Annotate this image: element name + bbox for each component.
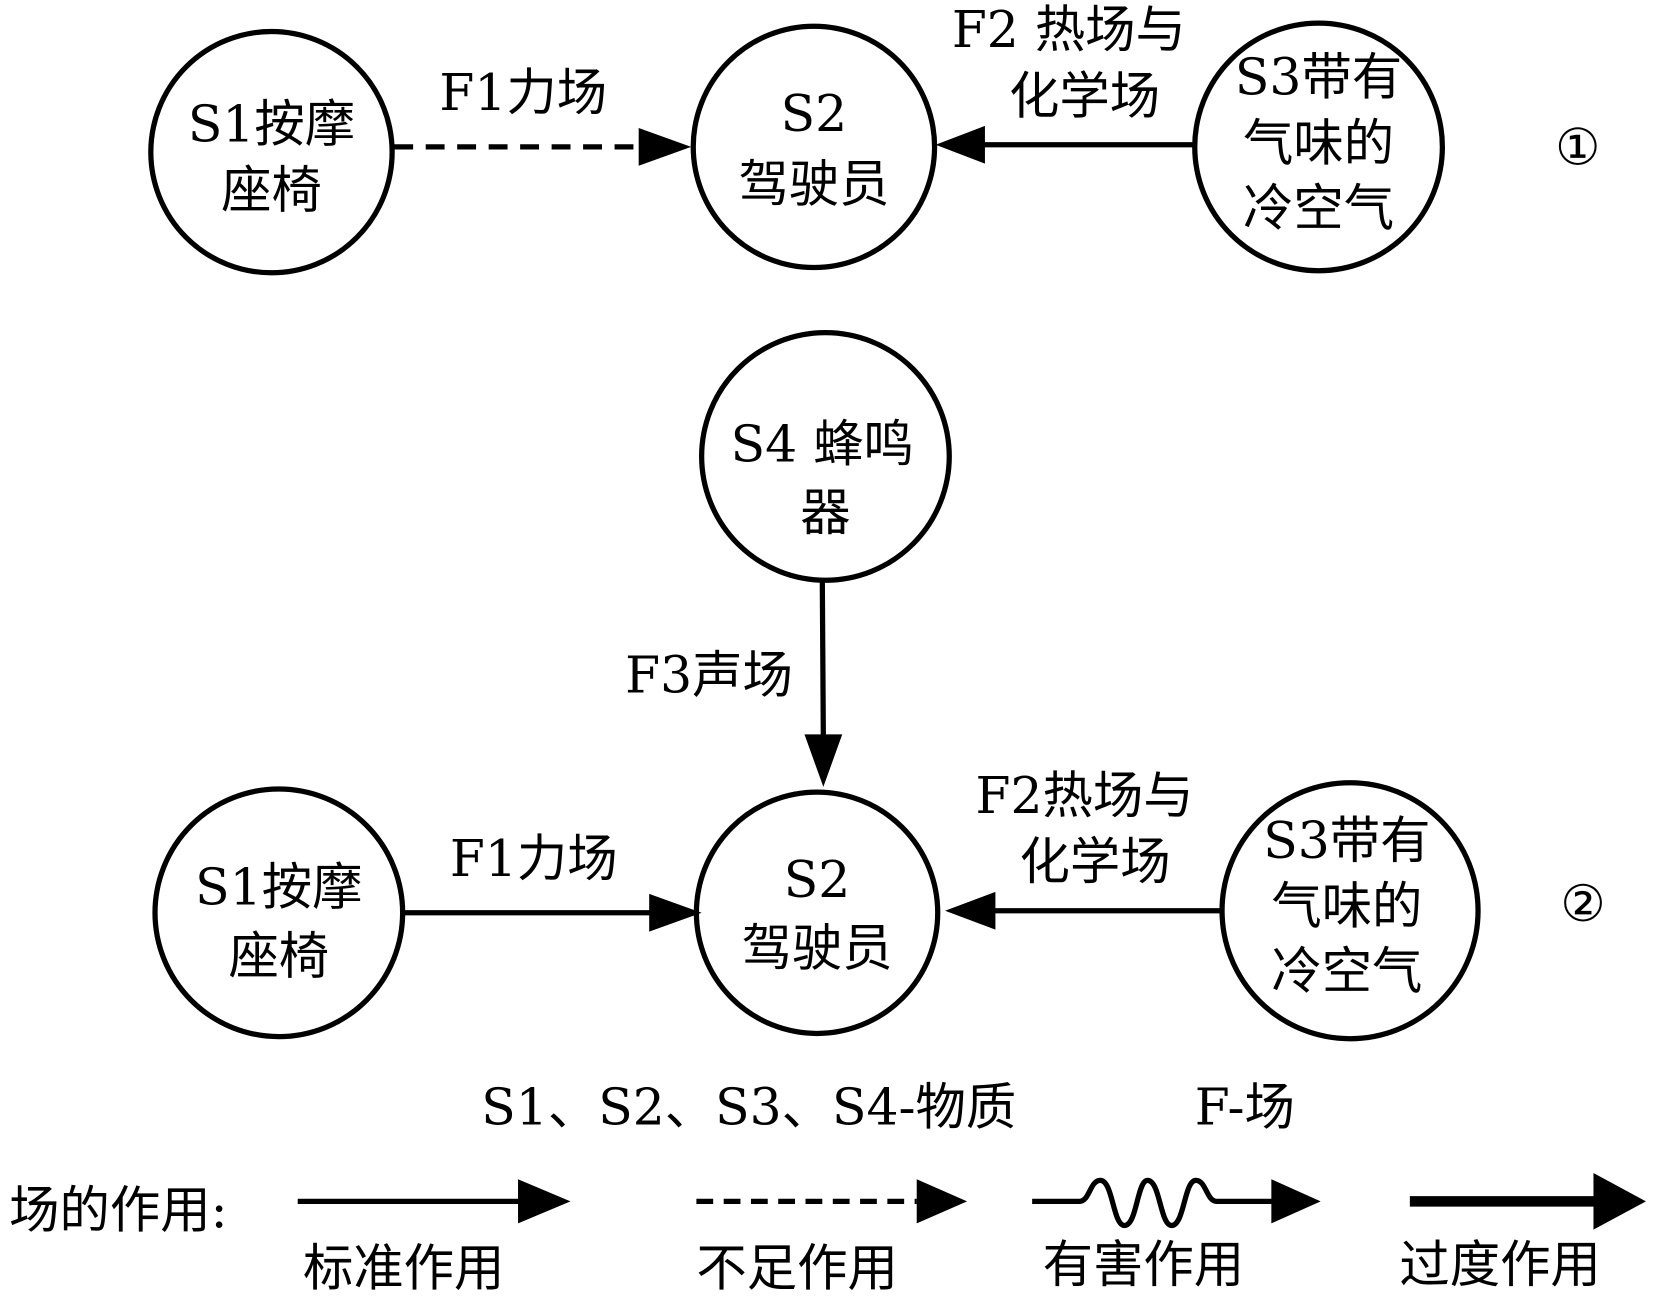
arrowhead bbox=[1271, 1179, 1321, 1224]
legend-field: F-场 bbox=[1195, 1078, 1295, 1137]
f1-label: F1力场 bbox=[450, 829, 618, 888]
arrowhead bbox=[649, 893, 702, 932]
legend-harmful-wavy-arrow bbox=[1032, 1177, 1274, 1229]
arrow-f3 bbox=[819, 580, 826, 740]
diagram-marker-2: ② bbox=[1560, 874, 1605, 933]
s3-label: 气味的 bbox=[1271, 876, 1422, 935]
s2-label: S2 bbox=[781, 84, 848, 143]
f2-label: F2热场与 bbox=[976, 766, 1194, 825]
arrowhead bbox=[804, 734, 843, 787]
node-s3-cold-air bbox=[1219, 780, 1481, 1042]
s1-label: S1按摩 bbox=[195, 857, 362, 916]
legend-substances: S1、S2、S3、S4-物质 bbox=[481, 1078, 1016, 1137]
s1-label: 座椅 bbox=[221, 161, 322, 220]
node-s2-driver bbox=[693, 789, 941, 1037]
legend-excessive-label: 过度作用 bbox=[1399, 1235, 1600, 1294]
s3-label: 冷空气 bbox=[1243, 179, 1394, 238]
s2-label: S2 bbox=[784, 850, 851, 909]
arrowhead bbox=[935, 125, 985, 164]
arrowhead bbox=[638, 128, 692, 166]
s2-label: 驾驶员 bbox=[738, 154, 889, 213]
legend-standard-label: 标准作用 bbox=[303, 1238, 504, 1297]
arrowhead bbox=[1593, 1172, 1646, 1230]
s3-label: S3带有 bbox=[1235, 47, 1402, 106]
s2-label: 驾驶员 bbox=[742, 918, 893, 977]
s3-label: 冷空气 bbox=[1271, 941, 1422, 1000]
f2-label: 化学场 bbox=[1020, 832, 1171, 891]
s4-label: S4 蜂鸣 bbox=[731, 415, 914, 474]
f3-label: F3声场 bbox=[625, 645, 793, 704]
s3-label: 气味的 bbox=[1243, 114, 1394, 173]
f2-label: 化学场 bbox=[1009, 66, 1160, 125]
legend-insufficient-label: 不足作用 bbox=[696, 1238, 897, 1297]
s1-label: 座椅 bbox=[228, 927, 329, 986]
legend-title: 场的作用: bbox=[9, 1181, 227, 1240]
node-s2-driver bbox=[690, 23, 938, 271]
s4-label: 器 bbox=[800, 483, 850, 542]
f2-label: F2 热场与 bbox=[952, 0, 1186, 59]
arrowhead bbox=[945, 891, 996, 930]
s1-label: S1按摩 bbox=[188, 95, 355, 154]
node-s4-buzzer bbox=[699, 329, 952, 583]
f1-label: F1力场 bbox=[439, 63, 607, 122]
s3-label: S3带有 bbox=[1263, 811, 1430, 870]
arrowhead bbox=[518, 1179, 571, 1224]
arrowhead bbox=[916, 1179, 968, 1224]
diagram-marker-1: ① bbox=[1555, 118, 1600, 177]
legend-harmful-label: 有害作用 bbox=[1043, 1235, 1244, 1294]
node-s1-massage-seat bbox=[148, 28, 395, 276]
